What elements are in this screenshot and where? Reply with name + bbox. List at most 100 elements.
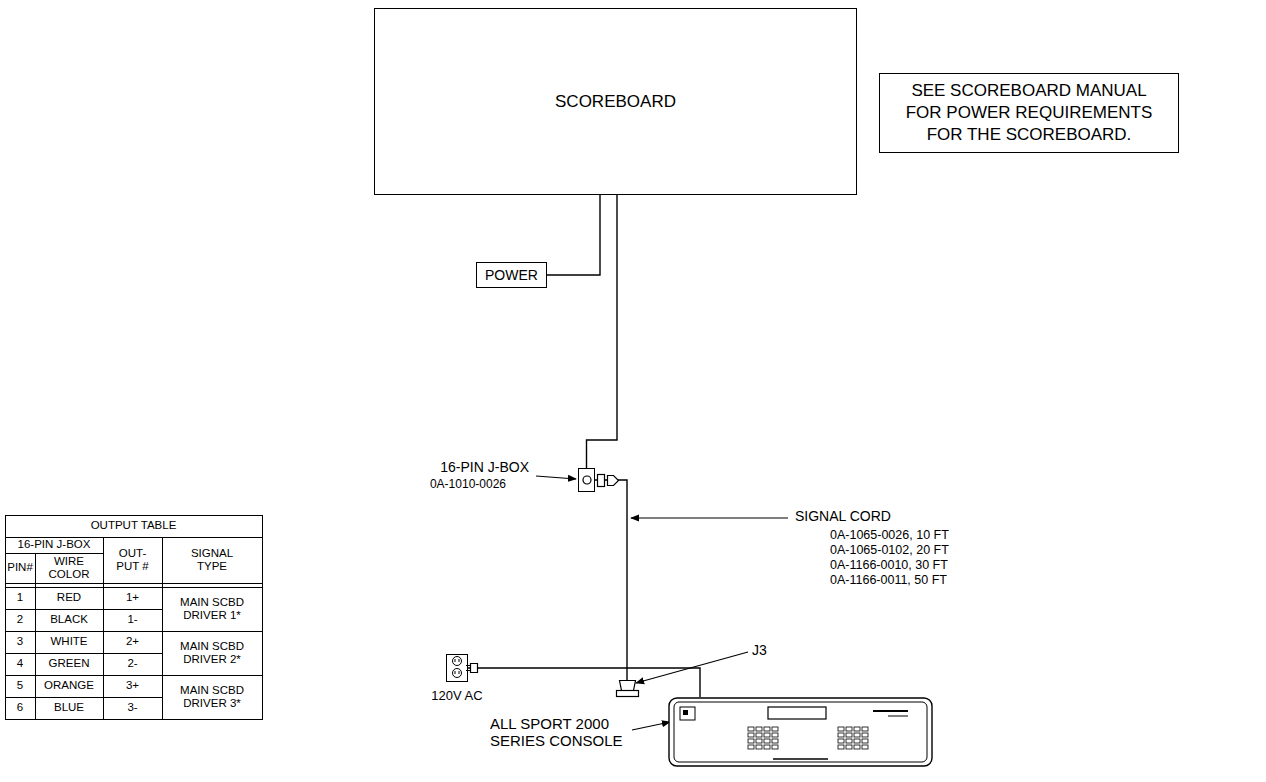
cell-text: 4 xyxy=(17,657,23,670)
maker-mark xyxy=(773,758,828,760)
keypad-key xyxy=(764,745,770,749)
display-window xyxy=(768,707,826,719)
cell-text: GREEN xyxy=(49,657,90,670)
note-box: SEE SCOREBOARD MANUAL FOR POWER REQUIREM… xyxy=(879,73,1179,153)
table-cell: 1 xyxy=(5,587,35,609)
box-label: SEE SCOREBOARD MANUAL FOR POWER REQUIREM… xyxy=(894,80,1164,146)
cell-text: 1 xyxy=(17,591,23,604)
keypad-key xyxy=(748,733,754,737)
keypad-key xyxy=(846,733,852,737)
keypad-key xyxy=(862,745,868,749)
outlet-slot xyxy=(455,671,456,674)
keypad-key xyxy=(756,727,762,731)
table-border xyxy=(6,516,263,720)
table-cell: RED xyxy=(35,587,103,609)
part-number: 0A-1166-0011, 50 FT xyxy=(830,573,1130,589)
table-grid xyxy=(5,516,263,720)
part-number: SIGNAL CORD xyxy=(795,508,995,526)
console-housing xyxy=(669,698,932,766)
table-cell: OUT-PUT # xyxy=(103,537,162,583)
keypad-key xyxy=(854,727,860,731)
console-art xyxy=(668,697,933,767)
signal-cord xyxy=(595,480,627,697)
table-rule xyxy=(5,609,162,610)
outlet-face xyxy=(453,657,462,666)
db-connector-shell xyxy=(617,691,639,697)
outlet-slot xyxy=(459,671,460,674)
table-cell: 4 xyxy=(5,653,35,675)
table-cell: 2+ xyxy=(103,631,162,653)
cell-text: RED xyxy=(57,591,81,604)
cell-text: SIGNAL TYPE xyxy=(182,547,242,573)
keypad-key xyxy=(838,739,844,743)
cell-text: BLUE xyxy=(54,701,84,714)
table-rule xyxy=(5,583,262,584)
table-cell: MAIN SCBD DRIVER 2* xyxy=(162,631,262,675)
keypad-key xyxy=(846,745,852,749)
keypad-key xyxy=(838,727,844,731)
keypad-key xyxy=(838,745,844,749)
callout-text: ALL SPORT 2000 SERIES CONSOLE xyxy=(490,715,630,750)
table-cell: 1+ xyxy=(103,587,162,609)
cell-text: 16-PIN J-BOX xyxy=(18,538,91,551)
keypad-key xyxy=(854,739,860,743)
cell-text: WHITE xyxy=(50,635,87,648)
keypad-key xyxy=(748,745,754,749)
cell-text: 3+ xyxy=(126,679,139,692)
part-number: 0A-1166-0010, 30 FT xyxy=(830,558,1130,574)
cell-text: 6 xyxy=(17,701,23,714)
power-wire xyxy=(547,195,600,275)
table-rule xyxy=(5,653,162,654)
brand-mark xyxy=(888,716,908,717)
table-rule xyxy=(103,537,104,719)
table-cell: GREEN xyxy=(35,653,103,675)
table-cell: WHITE xyxy=(35,631,103,653)
leader-line xyxy=(536,476,576,479)
power-cord xyxy=(468,668,700,697)
box-label: SCOREBOARD xyxy=(555,92,676,112)
table-cell: 1- xyxy=(103,609,162,631)
keypad-key xyxy=(772,745,778,749)
table-cell: 6 xyxy=(5,697,35,719)
cell-text: 2 xyxy=(17,613,23,626)
table-cell: MAIN SCBD DRIVER 3* xyxy=(162,675,262,719)
keypad-key xyxy=(748,739,754,743)
keypad-key xyxy=(838,733,844,737)
keypad-key xyxy=(772,739,778,743)
keypad-key xyxy=(748,727,754,731)
table-rule xyxy=(5,587,262,588)
cell-text: OUT-PUT # xyxy=(110,547,156,573)
plug-prong xyxy=(466,665,470,666)
keypad-key xyxy=(854,733,860,737)
outlet-art xyxy=(446,654,468,682)
table-rule xyxy=(5,553,103,554)
cell-text: ORANGE xyxy=(44,679,94,692)
callout-text: 0A-1010-0026 xyxy=(430,478,506,492)
table-rule xyxy=(162,675,262,676)
db-connector xyxy=(620,681,636,691)
table-rule xyxy=(5,697,162,698)
callout-text: 16-PIN J-BOX xyxy=(440,459,529,475)
cell-text: 2+ xyxy=(126,635,139,648)
cell-text: 5 xyxy=(17,679,23,692)
power-box: POWER xyxy=(476,262,547,288)
outlet-slot xyxy=(459,659,460,662)
table-rule xyxy=(5,675,162,676)
table-cell: 2- xyxy=(103,653,162,675)
console: ALL SPORT 2000 SERIES CONSOLE xyxy=(668,697,933,767)
brand-mark xyxy=(873,710,908,712)
table-rule xyxy=(5,537,262,538)
cell-text: BLACK xyxy=(50,613,88,626)
table-cell: 2 xyxy=(5,609,35,631)
table-cell: MAIN SCBD DRIVER 1* xyxy=(162,587,262,631)
outlet-slot xyxy=(455,659,456,662)
keypad-key xyxy=(846,727,852,731)
keypad-key xyxy=(862,739,868,743)
plug-prong xyxy=(466,670,470,671)
logo-mark xyxy=(680,707,695,720)
table-cell: 5 xyxy=(5,675,35,697)
connector-name: J3 xyxy=(752,642,792,660)
console-face xyxy=(674,702,927,762)
table-cell: SIGNAL TYPE xyxy=(162,537,262,583)
